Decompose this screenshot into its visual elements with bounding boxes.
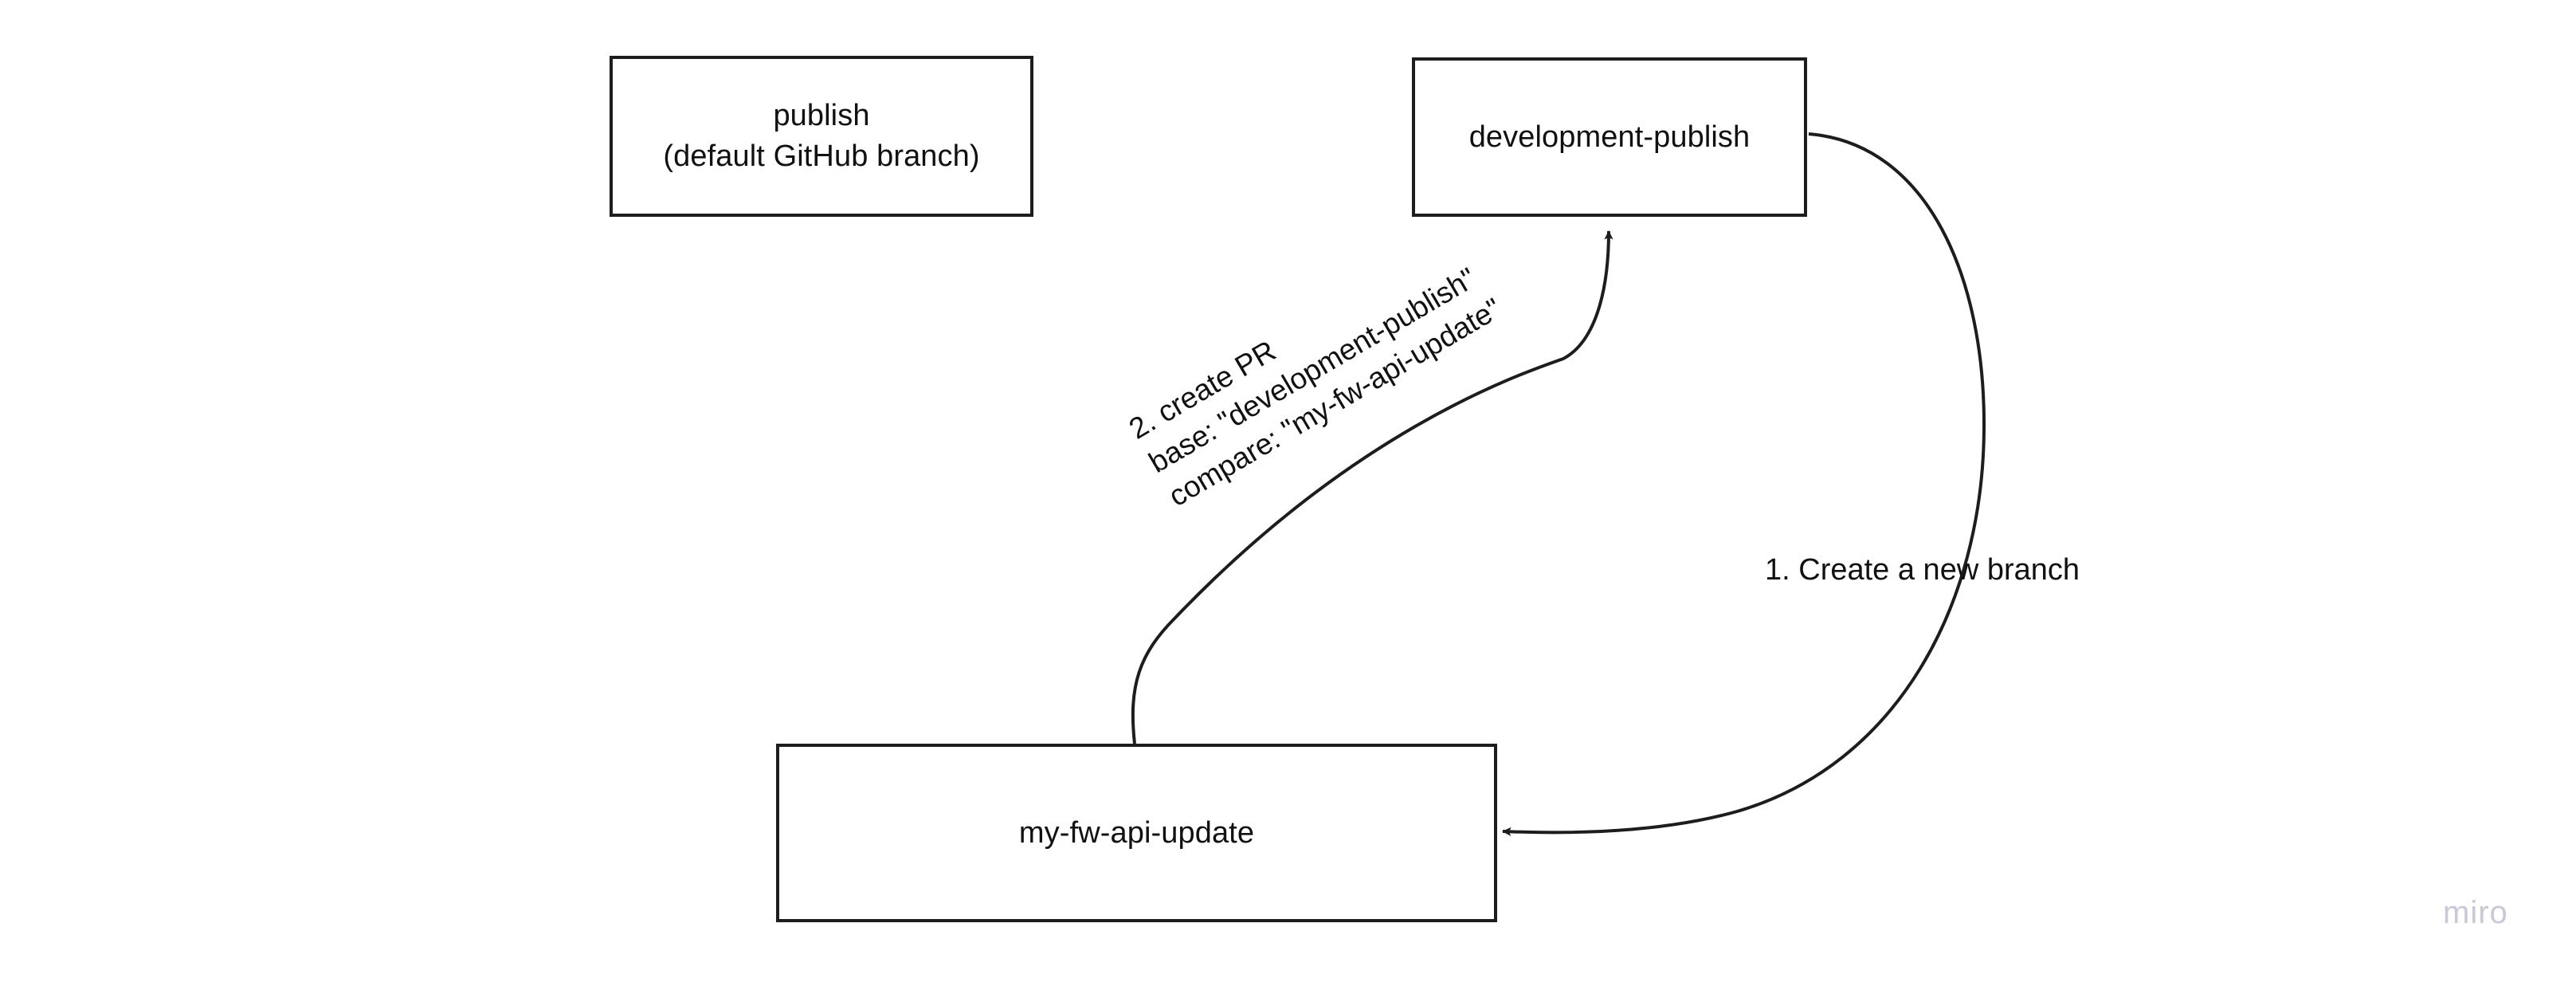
edge-label-create-branch: 1. Create a new branch [1765,553,2080,587]
node-my-fw-api-update-label: my-fw-api-update [1018,815,1255,850]
miro-watermark: miro [2443,895,2508,930]
edge-create-branch [1502,132,1986,837]
node-publish[interactable]: publish (default GitHub branch) [610,56,1033,217]
node-development-publish-label: development-publish [1468,120,1751,154]
edge-create-pr [1131,230,1613,744]
node-my-fw-api-update[interactable]: my-fw-api-update [776,744,1497,922]
node-development-publish[interactable]: development-publish [1412,57,1807,217]
node-publish-label: publish (default GitHub branch) [663,99,980,173]
